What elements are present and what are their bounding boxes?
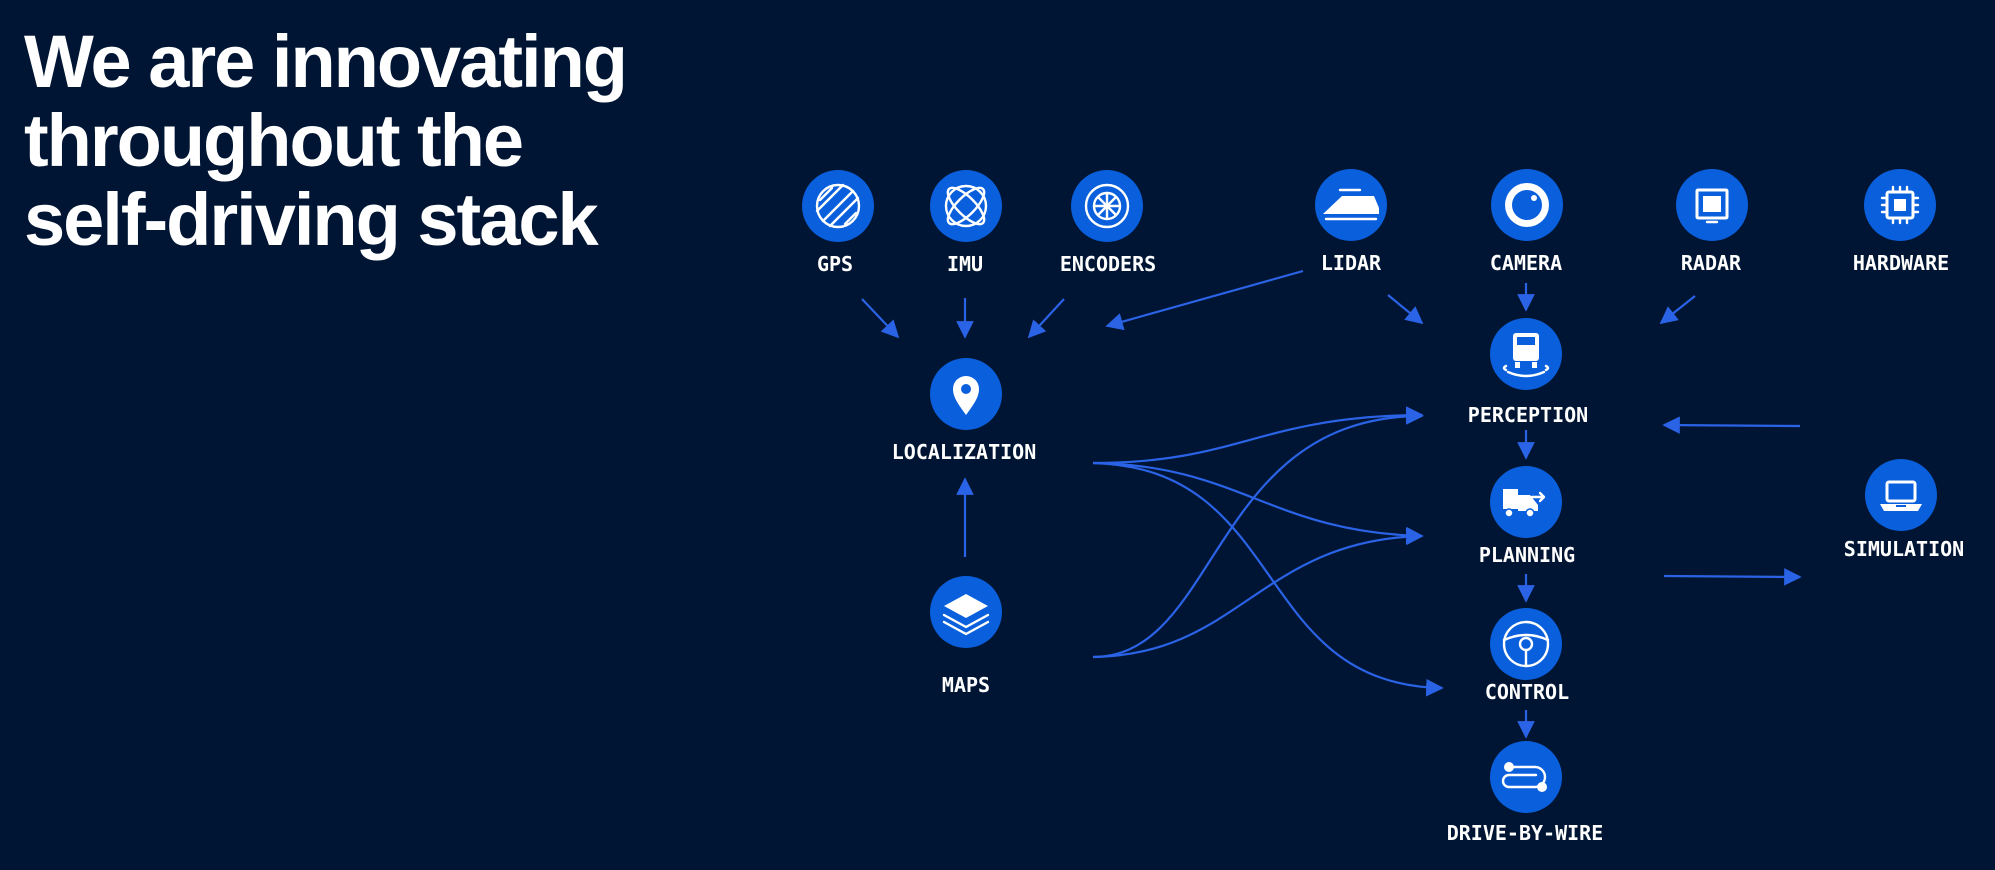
drive-by-wire-label: DRIVE-BY-WIRE	[1447, 821, 1604, 845]
diagram-edges	[861, 269, 1802, 739]
truck-sensing-icon	[1502, 333, 1550, 378]
drive-by-wire-node-circle	[1490, 741, 1562, 813]
node-encoders: ENCODERS	[1060, 170, 1156, 276]
simulation-label: SIMULATION	[1844, 537, 1964, 561]
imu-gyroscope-icon	[944, 184, 988, 228]
edge-gps-to-localization	[861, 298, 900, 339]
radar-label: RADAR	[1681, 251, 1742, 275]
node-lidar: LIDAR	[1315, 169, 1387, 275]
truck-route-icon	[1503, 489, 1546, 518]
node-planning: PLANNING	[1479, 466, 1575, 567]
node-simulation: SIMULATION	[1844, 459, 1964, 561]
camera-lens-icon	[1505, 183, 1549, 227]
node-camera: CAMERA	[1490, 169, 1563, 275]
headline-line-2: throughout the	[24, 99, 524, 182]
imu-label: IMU	[947, 252, 983, 276]
edge-maps-to-perception	[1092, 407, 1424, 659]
steering-wheel-icon	[1502, 620, 1550, 668]
imu-node-circle	[930, 170, 1002, 242]
simulation-node-circle	[1865, 459, 1937, 531]
control-node-circle	[1490, 608, 1562, 680]
control-label: CONTROL	[1485, 680, 1569, 704]
laptop-icon	[1880, 480, 1922, 511]
wire-path-icon	[1501, 762, 1547, 792]
edge-localization-to-perception	[1092, 406, 1424, 465]
wheel-encoder-icon	[1084, 183, 1130, 229]
edge-localization-to-planning	[1092, 461, 1424, 545]
node-localization: LOCALIZATION	[892, 358, 1037, 464]
edge-lidar-to-perception	[1387, 294, 1424, 325]
headline-line-3: self-driving stack	[24, 178, 599, 261]
headline-line-1: We are innovating	[24, 20, 628, 103]
node-gps: GPS	[802, 170, 874, 276]
edge-encoders-to-localization	[1027, 298, 1065, 339]
encoders-label: ENCODERS	[1060, 252, 1156, 276]
node-perception: PERCEPTION	[1468, 318, 1588, 427]
hardware-label: HARDWARE	[1853, 251, 1949, 275]
chip-icon	[1880, 185, 1920, 225]
node-control: CONTROL	[1485, 608, 1569, 704]
perception-label: PERCEPTION	[1468, 403, 1588, 427]
node-radar: RADAR	[1676, 169, 1748, 275]
edge-maps-to-planning	[1092, 527, 1424, 659]
gps-label: GPS	[817, 252, 853, 276]
maps-label: MAPS	[942, 673, 990, 697]
location-pin-icon	[953, 376, 979, 415]
edge-planning-to-simulation	[1663, 568, 1802, 586]
edge-lidar-to-localization	[1105, 269, 1304, 331]
edge-localization-to-control	[1092, 461, 1444, 697]
node-drive-by-wire: DRIVE-BY-WIRE	[1447, 741, 1604, 845]
localization-label: LOCALIZATION	[892, 440, 1037, 464]
node-hardware: HARDWARE	[1853, 169, 1949, 275]
camera-label: CAMERA	[1490, 251, 1562, 275]
headline: We are innovating throughout the self-dr…	[24, 20, 628, 261]
lidar-label: LIDAR	[1321, 251, 1382, 275]
node-maps: MAPS	[930, 576, 1002, 697]
planning-label: PLANNING	[1479, 543, 1575, 567]
radar-screen-icon	[1695, 188, 1729, 224]
edge-radar-to-perception	[1659, 295, 1696, 325]
gps-globe-icon	[815, 183, 861, 229]
map-layers-icon	[942, 594, 990, 636]
edge-simulation-to-perception	[1662, 416, 1801, 434]
node-imu: IMU	[930, 170, 1002, 276]
lidar-sensor-icon	[1323, 188, 1379, 221]
